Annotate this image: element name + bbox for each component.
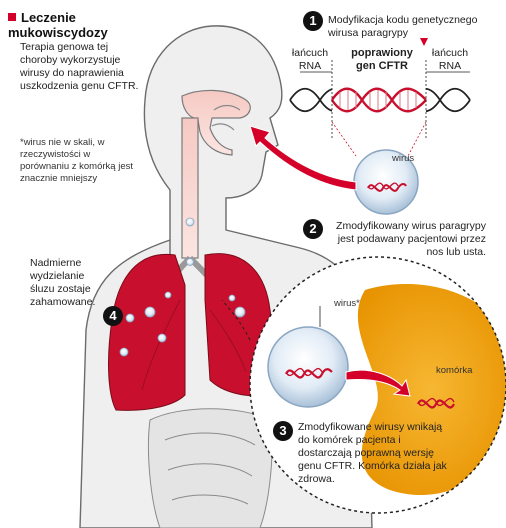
- label-rna-right: łańcuch RNA: [431, 47, 469, 72]
- arrow-to-nose: [249, 125, 357, 191]
- abdomen: [147, 408, 273, 528]
- label-rna-left: łańcuch RNA: [291, 47, 329, 72]
- step-1-text: Modyfikacja kodu genetycznego wirusa par…: [328, 14, 478, 39]
- step-4-badge: 4: [103, 306, 123, 326]
- arrow-into-cell: [345, 369, 411, 397]
- step-1-badge: 1: [303, 11, 323, 31]
- title-marker: [8, 13, 16, 21]
- gene-in-cell: [417, 397, 455, 409]
- label-cell: komórka: [436, 365, 473, 376]
- cell-body: [357, 284, 506, 495]
- label-virus-star: wirus*: [334, 298, 360, 309]
- rna-strand: [289, 38, 471, 140]
- projection-lines: [331, 121, 427, 157]
- step-4-text: Nadmierne wydzielanie śluzu zostaje zaha…: [30, 257, 96, 308]
- step-3-badge: 3: [273, 421, 293, 441]
- step-2-text: Zmodyfikowany wirus paragrypy jest podaw…: [336, 220, 486, 258]
- step-3-text: Zmodyfikowane wirusy wnikają do komórek …: [298, 421, 447, 485]
- virus-large: [267, 306, 349, 408]
- label-corrected-gene: poprawiony gen CFTR: [351, 47, 413, 72]
- virus-particles: [119, 217, 246, 357]
- scale-note: *wirus nie w skali, w rzeczywistości w p…: [20, 137, 133, 184]
- page-title: Leczenie mukowiscydozy: [8, 10, 108, 40]
- intro-text: Terapia genowa tej choroby wykorzystuje …: [20, 41, 139, 92]
- zoom-circle: [221, 256, 506, 514]
- label-virus: wirus: [392, 153, 415, 164]
- step-2-badge: 2: [303, 219, 323, 239]
